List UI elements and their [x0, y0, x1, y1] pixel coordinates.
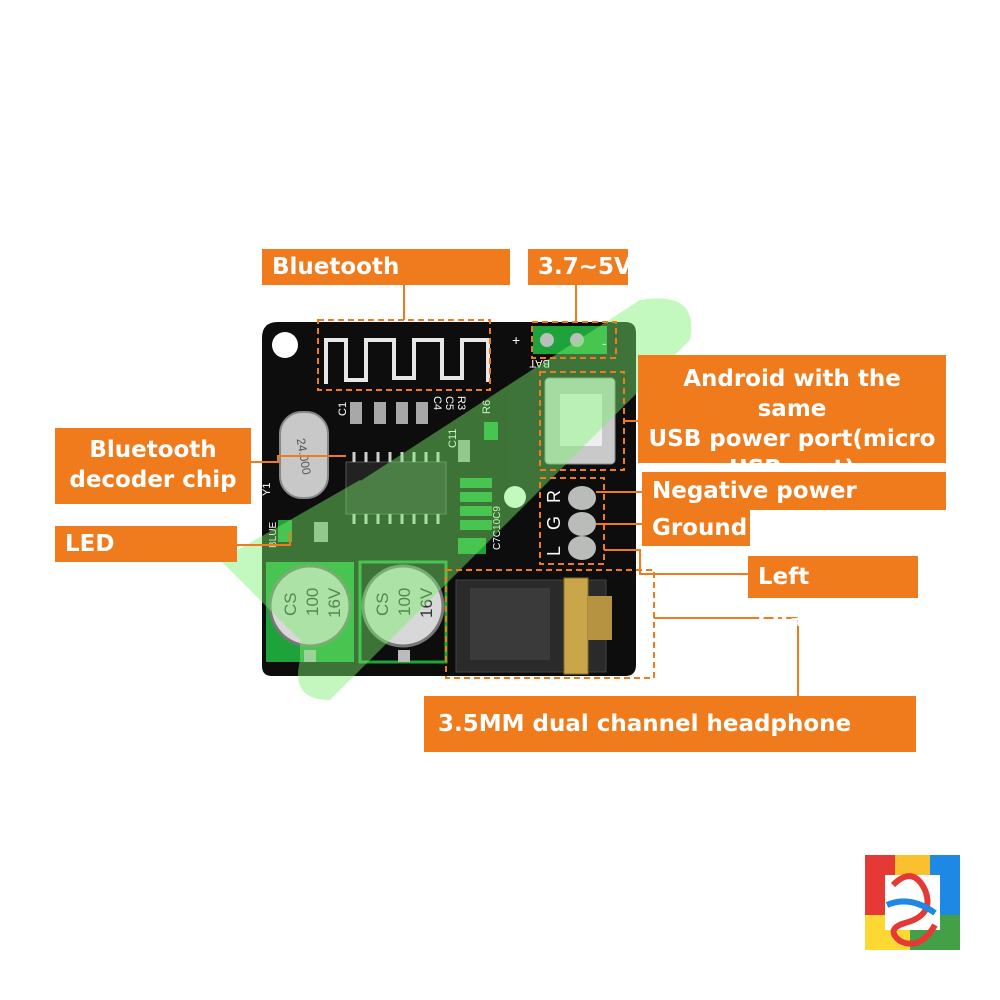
- jack-gold-contact: [563, 577, 589, 675]
- label-left-channel: Left channel: [748, 556, 918, 632]
- silk-bat: BAT: [529, 357, 550, 369]
- silk-r3: R3: [455, 396, 467, 410]
- output-pads: [568, 486, 596, 560]
- silk-c5: C5: [443, 396, 455, 410]
- chip-pins: [352, 452, 440, 524]
- silk-r6: R6: [481, 400, 493, 414]
- capacitor-1: [268, 564, 352, 648]
- silk-y1: Y1: [261, 483, 273, 496]
- label-negative-power: Negative power supply: [642, 472, 946, 542]
- cap2-cs: CS: [373, 592, 392, 616]
- cap1-voltage: 16V: [325, 587, 344, 618]
- silk-c1: C1: [337, 402, 349, 416]
- cap1-value: 100: [303, 588, 322, 616]
- cap2-value: 100: [395, 588, 414, 616]
- pin-l-label: L: [544, 546, 564, 556]
- label-usb-port: Android with the same USB power port(mic…: [638, 355, 946, 482]
- label-decoder-chip: Bluetooth decoder chip: [55, 428, 251, 504]
- silk-c4: C4: [431, 396, 443, 410]
- label-led-indicator: LED indicator: [55, 526, 237, 593]
- mounting-hole: [272, 332, 298, 358]
- label-headphone-jack: 3.5MM dual channel headphone jack: [424, 696, 916, 793]
- label-voltage: 3.7~5V: [528, 249, 632, 285]
- decoder-chip: [345, 461, 447, 515]
- label-bluetooth-antenna: Bluetooth antenna: [262, 249, 510, 316]
- silk-plus: +: [512, 332, 520, 348]
- cap1-cs: CS: [281, 592, 300, 616]
- brand-logo-icon: [865, 855, 960, 950]
- pin-g-label: G: [544, 516, 564, 530]
- label-ground: Ground: [642, 510, 750, 546]
- cap2-voltage: 16V: [417, 587, 436, 618]
- smd-components: [278, 402, 498, 554]
- pin-r-label: R: [544, 490, 564, 503]
- mounting-hole-2: [504, 486, 526, 508]
- silk-c9: C7C10C9: [492, 506, 503, 550]
- silk-c11: C11: [447, 429, 459, 448]
- capacitor-2: [361, 564, 445, 648]
